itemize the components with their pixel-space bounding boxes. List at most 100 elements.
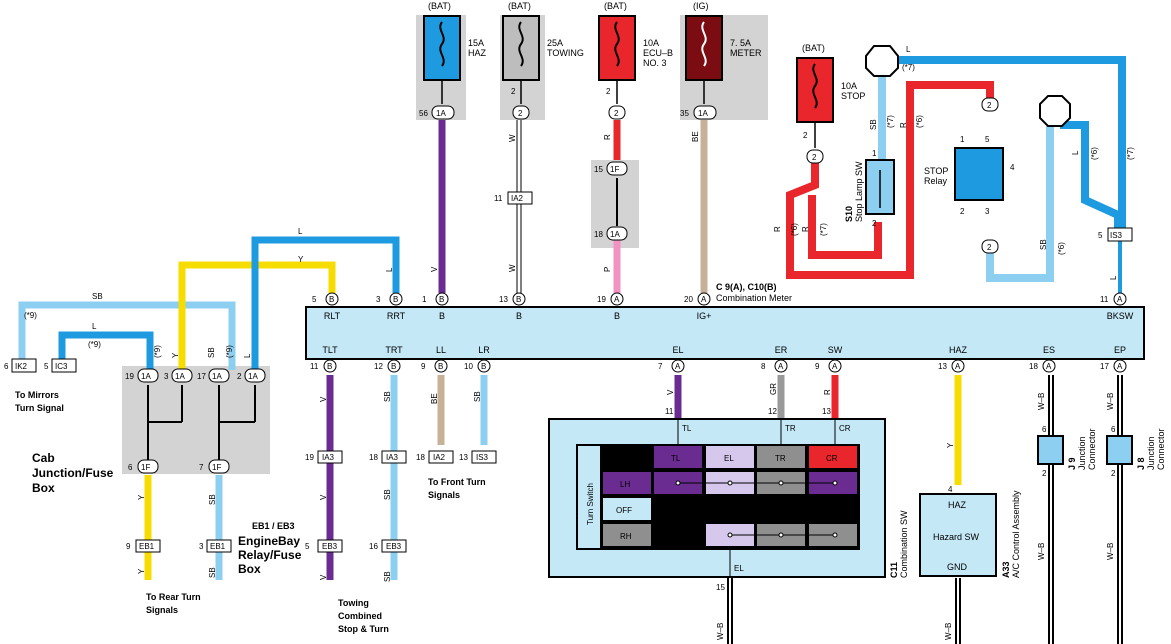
svg-text:B: B [481, 362, 486, 371]
svg-text:W–B: W–B [1106, 393, 1115, 410]
pin-2-towing: 2 [512, 105, 530, 120]
svg-text:6: 6 [4, 362, 9, 371]
comb-sw-code: C11 [889, 562, 899, 578]
ia3-v: IA3 [317, 450, 343, 464]
meter-subtitle: Combination Meter [716, 293, 792, 303]
svg-text:Box: Box [32, 481, 55, 495]
svg-text:2: 2 [960, 207, 965, 216]
svg-text:Box: Box [238, 562, 261, 576]
svg-text:SB: SB [383, 391, 392, 402]
svg-text:(*6): (*6) [1057, 242, 1066, 255]
towing-label: Towing [338, 598, 369, 608]
svg-text:SB: SB [1039, 239, 1048, 250]
svg-text:Y: Y [946, 442, 955, 448]
svg-text:IS3: IS3 [476, 453, 489, 462]
relay-pin-2-top: 2 [981, 97, 999, 112]
svg-text:13: 13 [822, 407, 831, 416]
svg-text:Stop & Turn: Stop & Turn [338, 624, 389, 634]
svg-text:Y: Y [137, 494, 146, 500]
svg-text:Signals: Signals [146, 605, 178, 615]
svg-text:Y: Y [137, 568, 146, 574]
relay-terminal [1039, 95, 1071, 127]
col-tl: TL [671, 454, 681, 463]
svg-text:1F: 1F [610, 165, 619, 174]
svg-text:IS3: IS3 [1110, 231, 1123, 240]
hazard-name: Hazard SW [933, 532, 980, 542]
stop-relay [954, 147, 1004, 201]
svg-text:18: 18 [416, 453, 425, 462]
svg-text:SB: SB [208, 567, 217, 578]
svg-text:1A: 1A [610, 230, 620, 239]
svg-text:A: A [1117, 362, 1123, 371]
svg-text:L: L [92, 322, 97, 331]
wire-l-rrt [251, 236, 400, 370]
ic3-connector: IC3 [51, 358, 77, 373]
front-turn-label: To Front Turn [428, 477, 486, 487]
fuse-haz [423, 15, 461, 81]
ik2-connector: IK2 [11, 358, 37, 373]
svg-text:HAZ: HAZ [949, 345, 968, 355]
svg-text:(*6): (*6) [915, 115, 924, 128]
svg-text:12: 12 [374, 362, 383, 371]
svg-text:IA3: IA3 [386, 453, 399, 462]
cab-box-label: Cab [32, 451, 55, 465]
fuse-haz-rating: 15A [468, 38, 484, 48]
svg-text:BKSW: BKSW [1107, 311, 1134, 321]
svg-text:W: W [508, 134, 517, 142]
fuse-ecu-rating: 10A [643, 38, 659, 48]
cab-box-traces [147, 385, 256, 460]
svg-text:(*9): (*9) [225, 345, 234, 358]
svg-text:3: 3 [199, 542, 204, 551]
svg-text:L: L [385, 267, 394, 272]
svg-text:18: 18 [1029, 362, 1038, 371]
svg-text:13: 13 [499, 295, 508, 304]
svg-text:5: 5 [1098, 231, 1103, 240]
svg-text:R: R [823, 389, 832, 395]
svg-text:Connector: Connector [1087, 428, 1097, 470]
svg-text:HAZ: HAZ [948, 500, 967, 510]
ia3-sb: IA3 [381, 450, 407, 464]
svg-text:2: 2 [803, 131, 808, 140]
svg-text:ER: ER [775, 345, 788, 355]
svg-text:8: 8 [761, 362, 766, 371]
svg-text:B: B [329, 295, 334, 304]
svg-text:SB: SB [473, 391, 482, 402]
svg-text:2: 2 [606, 87, 611, 96]
relay-pin-2-bottom: 2 [981, 239, 999, 254]
svg-text:B: B [393, 295, 398, 304]
svg-text:2: 2 [987, 243, 992, 252]
svg-text:20: 20 [684, 295, 693, 304]
svg-text:17: 17 [197, 372, 206, 381]
svg-text:15: 15 [716, 583, 725, 592]
svg-text:TRT: TRT [385, 345, 403, 355]
svg-text:EL: EL [734, 564, 744, 573]
eb-codes-label: EB1 / EB3 [252, 521, 295, 531]
pin-1f-ecu: 1F [606, 161, 628, 176]
svg-text:5: 5 [985, 135, 990, 144]
svg-text:B: B [516, 311, 522, 321]
svg-text:R: R [801, 226, 810, 232]
svg-text:2: 2 [1042, 469, 1047, 478]
svg-text:2: 2 [237, 372, 242, 381]
svg-text:W–B: W–B [1037, 393, 1046, 410]
svg-text:5: 5 [44, 362, 49, 371]
j8-connector [1106, 435, 1133, 465]
svg-text:(*9): (*9) [88, 340, 101, 349]
is3-pin: IS3 [1107, 227, 1133, 242]
svg-text:11: 11 [310, 362, 319, 371]
svg-text:1: 1 [422, 295, 427, 304]
ia2-top: IA2 [507, 191, 533, 205]
svg-text:W: W [508, 264, 517, 272]
svg-text:19: 19 [597, 295, 606, 304]
is3-sb: IS3 [471, 450, 497, 464]
j8-code: J 8 [1136, 457, 1146, 470]
svg-text:W–B: W–B [1106, 543, 1115, 560]
rear-turn-label: To Rear Turn [146, 592, 201, 602]
